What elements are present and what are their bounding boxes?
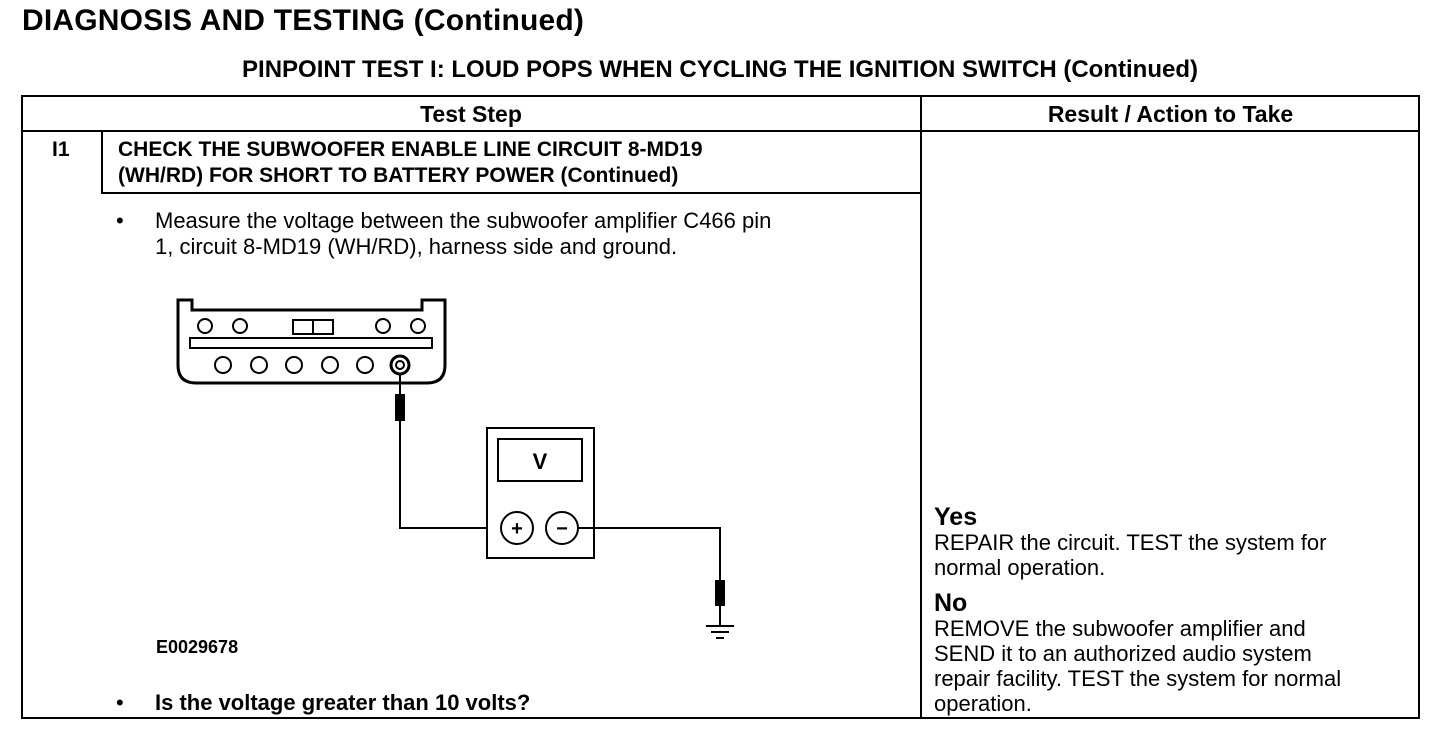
minus-terminal-symbol: −	[556, 518, 568, 540]
column-divider	[920, 95, 922, 719]
result-yes: Yes REPAIR the circuit. TEST the system …	[934, 504, 1326, 580]
negative-test-lead	[578, 527, 725, 626]
pin-1-probe-point	[389, 354, 411, 376]
result-no-line-1: REMOVE the subwoofer amplifier and	[934, 616, 1306, 641]
plus-terminal	[500, 511, 534, 545]
result-yes-line-1: REPAIR the circuit. TEST the system for	[934, 530, 1327, 555]
header-row-divider	[21, 130, 1420, 132]
pinpoint-test-subtitle: PINPOINT TEST I: LOUD POPS WHEN CYCLING …	[242, 56, 1198, 83]
column-header-result: Result / Action to Take	[1047, 101, 1294, 127]
test-question: Is the voltage greater than 10 volts?	[155, 690, 531, 715]
result-no-line-3: repair facility. TEST the system for nor…	[934, 666, 1342, 691]
figure-id: E0029678	[156, 637, 239, 657]
plus-terminal-symbol: +	[511, 518, 523, 540]
pinpoint-test-table	[21, 95, 1420, 719]
voltmeter-display-label: V	[533, 449, 548, 474]
ground-icon	[706, 625, 734, 639]
result-yes-line-2: normal operation.	[934, 555, 1106, 580]
voltmeter: V + −	[486, 427, 595, 559]
column-header-test-step: Test Step	[420, 101, 522, 127]
result-yes-label: Yes	[934, 503, 978, 531]
page-title: DIAGNOSIS AND TESTING (Continued)	[22, 4, 585, 37]
instruction-bullet: •	[116, 208, 124, 233]
step-id: I1	[52, 138, 70, 161]
instruction-line-1: Measure the voltage between the subwoofe…	[155, 208, 772, 233]
step-title-line-1: CHECK THE SUBWOOFER ENABLE LINE CIRCUIT …	[118, 138, 703, 161]
instruction-text: Measure the voltage between the subwoofe…	[155, 208, 771, 260]
question-bullet: •	[116, 690, 124, 715]
step-title-line-2: (WH/RD) FOR SHORT TO BATTERY POWER (Cont…	[118, 164, 679, 187]
instruction-line-2: 1, circuit 8-MD19 (WH/RD), harness side …	[155, 234, 678, 259]
step-id-divider	[101, 131, 103, 193]
result-no-line-4: operation.	[934, 691, 1032, 716]
step-title-divider	[101, 192, 921, 194]
connector-c466	[176, 298, 447, 385]
result-no: No REMOVE the subwoofer amplifier and SE…	[934, 590, 1341, 716]
positive-test-lead	[395, 374, 500, 529]
result-no-line-2: SEND it to an authorized audio system	[934, 641, 1312, 666]
step-title: CHECK THE SUBWOOFER ENABLE LINE CIRCUIT …	[118, 137, 703, 189]
result-no-label: No	[934, 589, 968, 617]
